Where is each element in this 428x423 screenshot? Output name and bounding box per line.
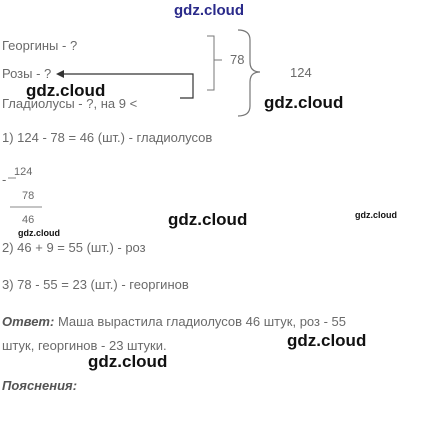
column-top: 124 [14, 166, 33, 178]
answer-label: Ответ: [2, 314, 55, 329]
comparison-arrow [62, 73, 194, 99]
solution-step-3: 3) 78 - 55 = 23 (шт.) - георгинов [2, 277, 189, 292]
answer-text-1: Маша вырастила гладиолусов 46 штук, роз … [57, 314, 346, 329]
watermark: gdz.cloud [287, 331, 367, 350]
arrow-head-icon [56, 70, 64, 78]
brace-value-78: 78 [230, 52, 245, 67]
watermark: gdz.cloud [18, 228, 60, 238]
answer-line-2: штук, георгинов - 23 штуки. [2, 338, 167, 353]
watermark: gdz.cloud [26, 81, 106, 100]
column-minus: - [2, 172, 7, 187]
condition-rozy: Розы - ? [2, 66, 52, 81]
solution-step-2: 2) 46 + 9 = 55 (шт.) - роз [2, 240, 146, 255]
brace-value-124: 124 [290, 65, 312, 80]
answer-line-1: Ответ: Маша вырастила гладиолусов 46 шту… [2, 314, 346, 329]
watermark: gdz.cloud [174, 2, 244, 19]
column-mid: 78 [22, 190, 35, 202]
column-result: 46 [22, 214, 35, 226]
watermark: gdz.cloud [264, 93, 344, 112]
big-brace [237, 29, 261, 117]
small-brace [207, 35, 215, 91]
watermark: gdz.cloud [88, 352, 168, 371]
solution-step-1: 1) 124 - 78 = 46 (шт.) - гладиолусов [2, 130, 213, 145]
watermark: gdz.cloud [168, 210, 248, 229]
explanation-label: Пояснения: [2, 378, 78, 393]
watermark: gdz.cloud [355, 210, 397, 220]
condition-gladiolusy: Гладиолусы - ?, на 9 < [2, 96, 138, 111]
condition-georginy: Георгины - ? [2, 38, 78, 53]
